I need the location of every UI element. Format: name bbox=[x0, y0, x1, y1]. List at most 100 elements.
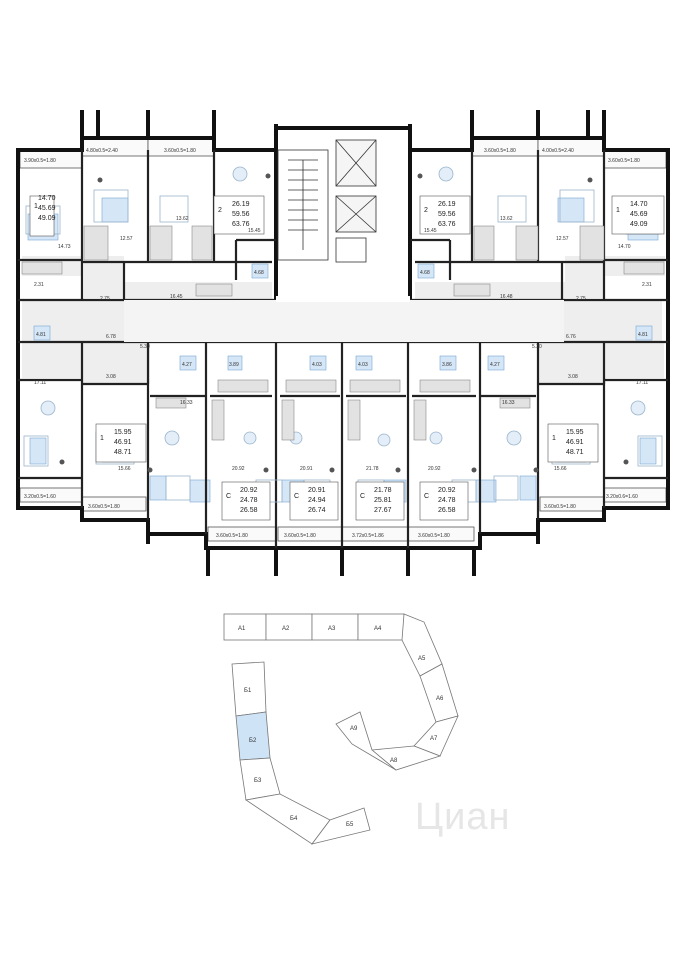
room-area: 15.45 bbox=[248, 228, 261, 234]
apartment-spec-a5: 1 15.95 46.91 48.71 bbox=[95, 423, 147, 463]
room-area: 5.30 bbox=[532, 344, 542, 350]
room-area: 15.66 bbox=[118, 466, 131, 472]
corridor bbox=[124, 296, 564, 342]
section-label: Б5 bbox=[346, 822, 354, 828]
apartment-total: 45.69 bbox=[630, 211, 648, 218]
apartment-living: 21.78 bbox=[374, 487, 392, 494]
room-area: 4.81 bbox=[638, 332, 648, 338]
room-area: 2.75 bbox=[100, 296, 110, 302]
room-area: 2.75 bbox=[576, 296, 586, 302]
room-area: 14.70 bbox=[618, 244, 631, 250]
balcony-label: 3.60x0.5=1.80 bbox=[484, 148, 516, 154]
apartment-total: 24.78 bbox=[240, 497, 258, 504]
apartment-living: 15.95 bbox=[114, 429, 132, 436]
room-area: 17.11 bbox=[34, 380, 46, 386]
apartment-living: 14.70 bbox=[38, 195, 56, 202]
apartment-rooms: 2 bbox=[218, 207, 222, 214]
balcony-label: 3.60x0.5=1.80 bbox=[164, 148, 196, 154]
section-a9 bbox=[335, 711, 397, 771]
section-label: Б1 bbox=[244, 688, 252, 694]
balcony-label: 3.60x0.5=1.80 bbox=[544, 504, 576, 510]
section-label: Б4 bbox=[290, 816, 298, 822]
section-label: А1 bbox=[238, 626, 246, 632]
room-area: 12.57 bbox=[556, 236, 569, 242]
apartment-spec-a3: 2 26.19 59.56 63.76 bbox=[419, 195, 471, 235]
apartment-living: 20.92 bbox=[240, 487, 258, 494]
section-a3 bbox=[311, 613, 359, 641]
apartment-spec-a6: C 20.92 24.78 26.58 bbox=[221, 481, 271, 521]
apartment-area: 63.76 bbox=[438, 221, 456, 228]
apartment-living: 20.92 bbox=[438, 487, 456, 494]
section-label: А7 bbox=[430, 736, 438, 742]
apartment-area: 49.09 bbox=[630, 221, 648, 228]
apartment-total: 59.56 bbox=[232, 211, 250, 218]
plants bbox=[59, 173, 629, 473]
room-area: 13.62 bbox=[500, 216, 513, 222]
kitchen-counters bbox=[21, 225, 665, 441]
room-area: 6.78 bbox=[106, 334, 116, 340]
room-area: 3.89 bbox=[229, 362, 239, 368]
section-a2 bbox=[265, 613, 313, 641]
apartment-rooms: 1 bbox=[34, 203, 38, 210]
section-label: А6 bbox=[436, 696, 444, 702]
balcony-label: 3.20x0.6=1.60 bbox=[606, 494, 638, 500]
room-area: 4.27 bbox=[490, 362, 500, 368]
apartment-area: 26.74 bbox=[308, 507, 326, 514]
balcony-label: 3.20x0.5=1.60 bbox=[24, 494, 56, 500]
balcony-label: 4.80x0.5=2.40 bbox=[86, 148, 118, 154]
section-label: А3 bbox=[328, 626, 336, 632]
room-area: 3.08 bbox=[106, 374, 116, 380]
apartment-spec-a4: 1 14.70 45.69 49.09 bbox=[611, 195, 665, 235]
key-plan bbox=[223, 613, 459, 845]
apartment-spec-a8: C 21.78 25.81 27.67 bbox=[355, 481, 405, 521]
balcony-label: 3.60x0.5=1.80 bbox=[284, 533, 316, 539]
room-area: 6.76 bbox=[566, 334, 576, 340]
section-b2 bbox=[235, 711, 271, 761]
apartment-rooms: C bbox=[294, 493, 299, 500]
section-label: Б3 bbox=[254, 778, 262, 784]
balcony-labels: 3.90x0.5=1.80 4.80x0.5=2.40 3.60x0.5=1.8… bbox=[24, 148, 640, 539]
room-area: 20.92 bbox=[428, 466, 441, 472]
wall-fins bbox=[80, 110, 606, 576]
apartment-rooms: 1 bbox=[100, 435, 104, 442]
balcony-label: 3.60x0.5=1.80 bbox=[608, 158, 640, 164]
section-a4 bbox=[357, 613, 405, 641]
apartment-area: 26.58 bbox=[438, 507, 456, 514]
apartment-total: 46.91 bbox=[114, 439, 132, 446]
room-area: 12.57 bbox=[120, 236, 133, 242]
apartment-total: 59.56 bbox=[438, 211, 456, 218]
stair-core bbox=[277, 139, 377, 263]
section-label: Б2 bbox=[249, 738, 257, 744]
room-area: 4.03 bbox=[312, 362, 322, 368]
apartment-spec-a7: C 20.91 24.94 26.74 bbox=[289, 481, 339, 521]
section-label: А4 bbox=[374, 626, 382, 632]
apartment-area: 49.09 bbox=[38, 215, 56, 222]
balcony-label: 3.60x0.5=1.80 bbox=[216, 533, 248, 539]
section-a6 bbox=[419, 663, 459, 723]
balcony-label: 3.60x0.5=1.80 bbox=[88, 504, 120, 510]
apartment-area: 48.71 bbox=[114, 449, 132, 456]
apartment-area: 26.58 bbox=[240, 507, 258, 514]
apartment-area: 27.67 bbox=[374, 507, 392, 514]
room-area: 4.68 bbox=[420, 270, 430, 276]
balcony-label: 3.90x0.5=1.80 bbox=[24, 158, 56, 164]
apartment-living: 14.70 bbox=[630, 201, 648, 208]
apartment-total: 24.78 bbox=[438, 497, 456, 504]
room-area: 4.68 bbox=[254, 270, 264, 276]
apartment-area: 63.76 bbox=[232, 221, 250, 228]
room-area: 17.11 bbox=[636, 380, 648, 386]
balcony-label: 4.00x0.5=2.40 bbox=[542, 148, 574, 154]
room-labels: 14.73 12.57 13.62 15.45 4.68 16.45 15.45… bbox=[34, 216, 652, 472]
balcony-label: 3.60x0.5=1.80 bbox=[418, 533, 450, 539]
apartment-spec-a2: 2 26.19 59.56 63.76 bbox=[213, 195, 265, 235]
apartment-total: 45.69 bbox=[38, 205, 56, 212]
room-area: 14.73 bbox=[58, 244, 71, 250]
section-b5 bbox=[311, 807, 371, 845]
apartment-living: 26.19 bbox=[438, 201, 456, 208]
room-area: 4.27 bbox=[182, 362, 192, 368]
apartment-spec-a10: 1 15.95 46.91 48.71 bbox=[547, 423, 599, 463]
room-area: 2.31 bbox=[34, 282, 44, 288]
room-area: 16.48 bbox=[500, 294, 513, 300]
apartment-living: 20.91 bbox=[308, 487, 326, 494]
apartment-living: 26.19 bbox=[232, 201, 250, 208]
